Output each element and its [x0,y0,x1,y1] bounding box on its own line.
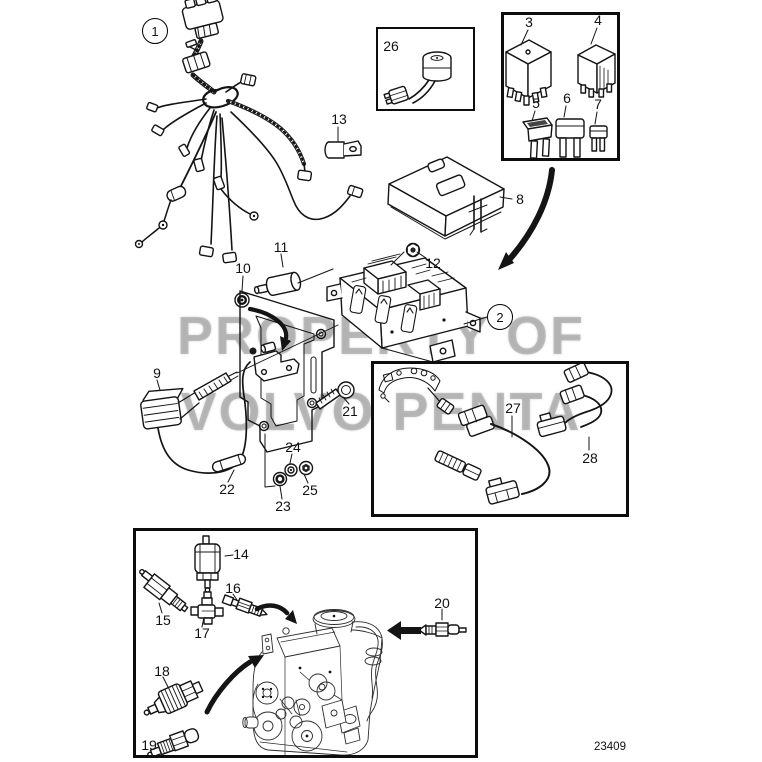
callout-17-label: 17 [194,625,210,641]
callout-5-label: 5 [532,95,540,111]
sender-20-drawing [419,623,466,636]
washer-24-drawing [285,464,297,476]
callout-22-label: 22 [219,481,235,497]
sender-18-drawing [139,675,206,722]
callout-21-label: 21 [342,403,358,419]
callout-10-label: 10 [235,260,251,276]
washer-23-drawing [274,473,287,486]
arrow-sensors-to-engine-top [257,606,297,624]
callout-3-label: 3 [525,14,533,30]
inset-box-engine-sensors [133,528,478,758]
arrow-senders-to-engine-left [207,655,264,712]
callout-16-label: 16 [225,580,241,596]
connector-9-drawing [139,325,338,473]
relay-3-drawing [506,40,551,105]
cable-28-drawing [535,362,611,437]
nut-25-drawing [300,462,313,475]
callout-8-label: 8 [516,191,524,207]
callout-7-label: 7 [594,96,602,112]
arrow-relays-to-fusebox [498,170,552,270]
inset-box-relays-fuses [501,12,620,161]
callout-19-label: 19 [141,737,157,753]
callout-9-label: 9 [153,365,161,381]
fuse-6-drawing [556,119,584,157]
mount-11-drawing [253,272,302,299]
callout-23-label: 23 [275,498,291,514]
callout-11-label: 11 [273,239,289,255]
callout-24-label: 24 [285,439,301,455]
leader-lines [157,28,597,744]
cable-27-drawing [434,398,549,505]
drawing-number: 23409 [594,741,626,753]
t-fitting-17-drawing [191,592,223,624]
bracket-drawing [240,291,334,452]
relay-4-drawing [578,45,615,97]
inset-box-sensor-cables [371,361,629,517]
grommet-10-drawing [235,293,249,307]
engine-sketch [243,610,383,756]
callout-2-circle: 2 [487,304,513,330]
callout-1-circle: 1 [142,18,168,44]
callout-26-label: 26 [383,38,399,54]
cable-clamp-drawing [325,141,361,158]
sensor-16-drawing [222,593,269,619]
pin-22-drawing [211,453,246,473]
bolt-21-drawing [316,382,354,409]
callout-12-label: 12 [425,255,441,271]
callout-13-label: 13 [331,111,347,127]
arrow-sender20-to-engine [387,621,421,640]
callout-18-label: 18 [154,663,170,679]
inset-box-sensor-26 [376,27,475,111]
sensor-26-drawing [384,52,451,106]
callout-28-label: 28 [582,450,598,466]
callout-6-label: 6 [563,90,571,106]
sensor-19-drawing [144,726,200,760]
sender-14-drawing [195,536,220,592]
cover-8-drawing [388,157,504,239]
callout-20-label: 20 [434,595,450,611]
callout-4-label: 4 [594,12,602,28]
wiring-harness-drawing [136,0,364,263]
callout-27-label: 27 [505,400,521,416]
callout-14-label: 14 [233,546,249,562]
callout-25-label: 25 [302,482,318,498]
fuse-5-drawing [523,118,552,158]
callout-15-label: 15 [155,612,171,628]
fuse-7-drawing [590,126,607,151]
nut-12-drawing [407,244,420,257]
fusebox-2-drawing [327,254,480,362]
sender-15-drawing [133,566,191,616]
